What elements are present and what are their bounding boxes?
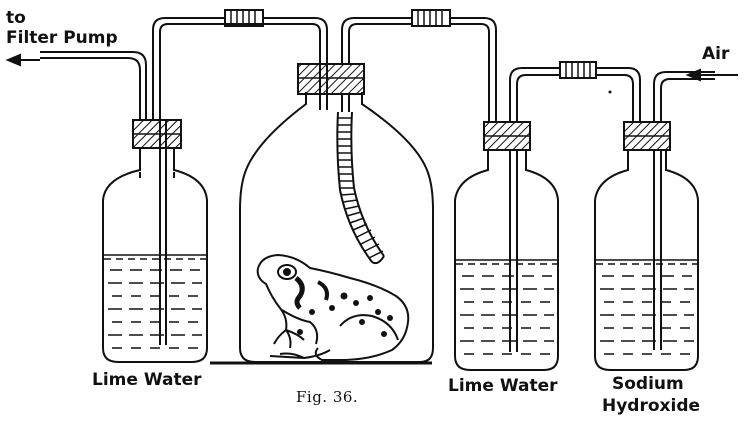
figure-caption: Fig. 36. <box>296 390 358 405</box>
stopper-bottle-1 <box>133 120 181 148</box>
label-hydroxide: Hydroxide <box>602 398 700 415</box>
liquid-sodium-hydroxide <box>596 260 697 354</box>
tube-bottle-4 <box>654 72 715 350</box>
stopper-bottle-2 <box>298 64 364 94</box>
tube-bottle-3 <box>510 68 640 352</box>
stopper-bottle-4 <box>624 122 670 150</box>
rubber-connector-3 <box>560 62 596 78</box>
label-air: Air <box>702 46 729 63</box>
liquid-lime-water-left <box>104 255 206 348</box>
label-sodium: Sodium <box>612 376 684 393</box>
stopper-bottle-3 <box>484 122 530 150</box>
label-lime-water-right: Lime Water <box>448 378 557 395</box>
arrow-to-pump <box>8 55 40 65</box>
label-filter-pump: Filter Pump <box>6 30 118 47</box>
speck-mark <box>609 91 612 94</box>
tube-bottle-1-outlet <box>40 52 146 120</box>
frog-illustration <box>258 255 409 360</box>
rubber-connector-2 <box>412 10 450 26</box>
tube-top-1-inner <box>160 24 320 120</box>
label-to: to <box>6 10 26 27</box>
corrugated-tube <box>337 112 384 263</box>
label-lime-water-left: Lime Water <box>92 372 201 389</box>
liquid-lime-water-right <box>456 260 557 354</box>
